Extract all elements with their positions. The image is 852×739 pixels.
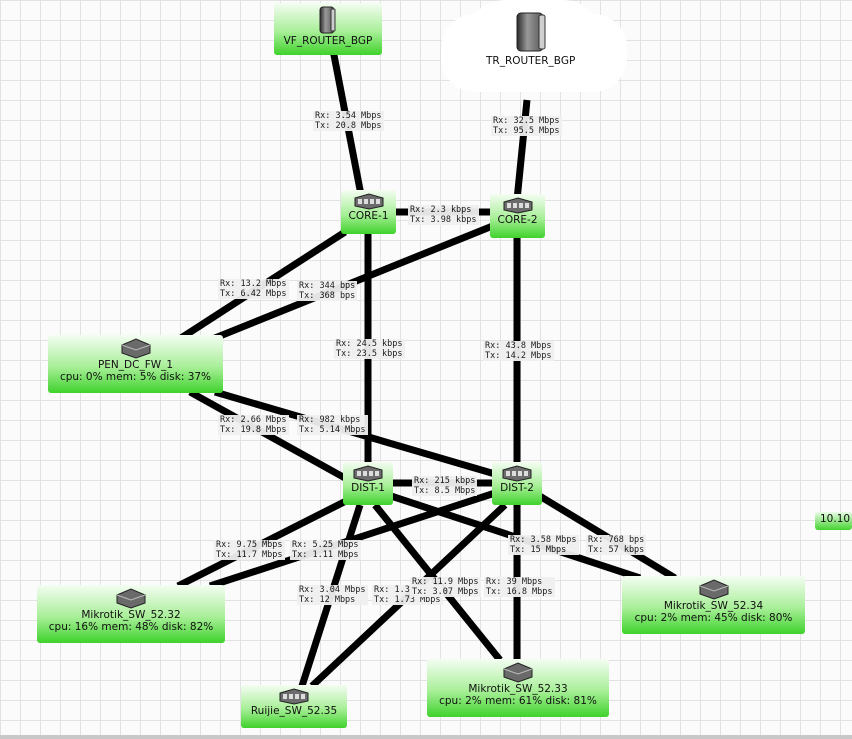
switch-icon xyxy=(699,579,728,600)
switch-icon xyxy=(354,193,383,210)
switch-icon xyxy=(502,465,532,482)
switch-icon xyxy=(279,688,309,705)
link-fw-dist1[interactable] xyxy=(188,388,347,482)
switch-icon xyxy=(116,588,146,609)
node-name: CORE-1 xyxy=(348,210,389,222)
node-pen-dc-fw-1[interactable]: PEN_DC_FW_1 cpu: 0% mem: 5% disk: 37% xyxy=(48,335,223,393)
node-dist2[interactable]: DIST-2 xyxy=(492,462,542,505)
node-name: 10.10 xyxy=(820,513,851,525)
tr-router-bgp-name: TR_ROUTER_BGP xyxy=(486,55,576,67)
node-stats: cpu: 0% mem: 5% disk: 37% xyxy=(59,371,212,383)
switch-icon xyxy=(503,662,533,683)
node-name: Mikrotik_SW_52.33 xyxy=(468,683,568,695)
node-stats: cpu: 16% mem: 48% disk: 82% xyxy=(48,621,214,633)
node-name: VF_ROUTER_BGP xyxy=(283,35,373,47)
switch-icon xyxy=(503,197,532,214)
router-icon xyxy=(516,12,546,52)
node-core1[interactable]: CORE-1 xyxy=(341,190,396,234)
node-name: Mikrotik_SW_52.32 xyxy=(81,609,181,621)
node-core2[interactable]: CORE-2 xyxy=(490,194,545,238)
node-name: PEN_DC_FW_1 xyxy=(97,359,174,371)
node-dist1[interactable]: DIST-1 xyxy=(343,462,393,505)
node-stats: cpu: 2% mem: 45% disk: 80% xyxy=(634,612,793,624)
switch-icon xyxy=(353,465,383,482)
node-ruijie-52-35[interactable]: Ruijie_SW_52.35 xyxy=(241,685,347,728)
node-stats: cpu: 2% mem: 61% disk: 81% xyxy=(439,695,597,707)
node-mikrotik-52-32[interactable]: Mikrotik_SW_52.32 cpu: 16% mem: 48% disk… xyxy=(37,585,225,643)
node-mikrotik-52-34[interactable]: Mikrotik_SW_52.34 cpu: 2% mem: 45% disk:… xyxy=(622,576,805,634)
node-name: CORE-2 xyxy=(497,214,538,226)
router-icon xyxy=(319,6,336,34)
link-tr-core2[interactable] xyxy=(513,99,531,201)
node-partial-10-10[interactable]: 10.10 xyxy=(815,512,852,530)
node-name: Ruijie_SW_52.35 xyxy=(250,705,338,717)
node-mikrotik-52-33[interactable]: Mikrotik_SW_52.33 cpu: 2% mem: 61% disk:… xyxy=(427,659,609,717)
node-name: Mikrotik_SW_52.34 xyxy=(663,600,764,612)
node-name: DIST-1 xyxy=(351,482,385,494)
horizontal-scrollbar[interactable] xyxy=(0,735,852,739)
node-vf-router-bgp[interactable]: VF_ROUTER_BGP xyxy=(274,3,382,55)
firewall-icon xyxy=(121,338,150,359)
node-name: DIST-2 xyxy=(500,482,534,494)
